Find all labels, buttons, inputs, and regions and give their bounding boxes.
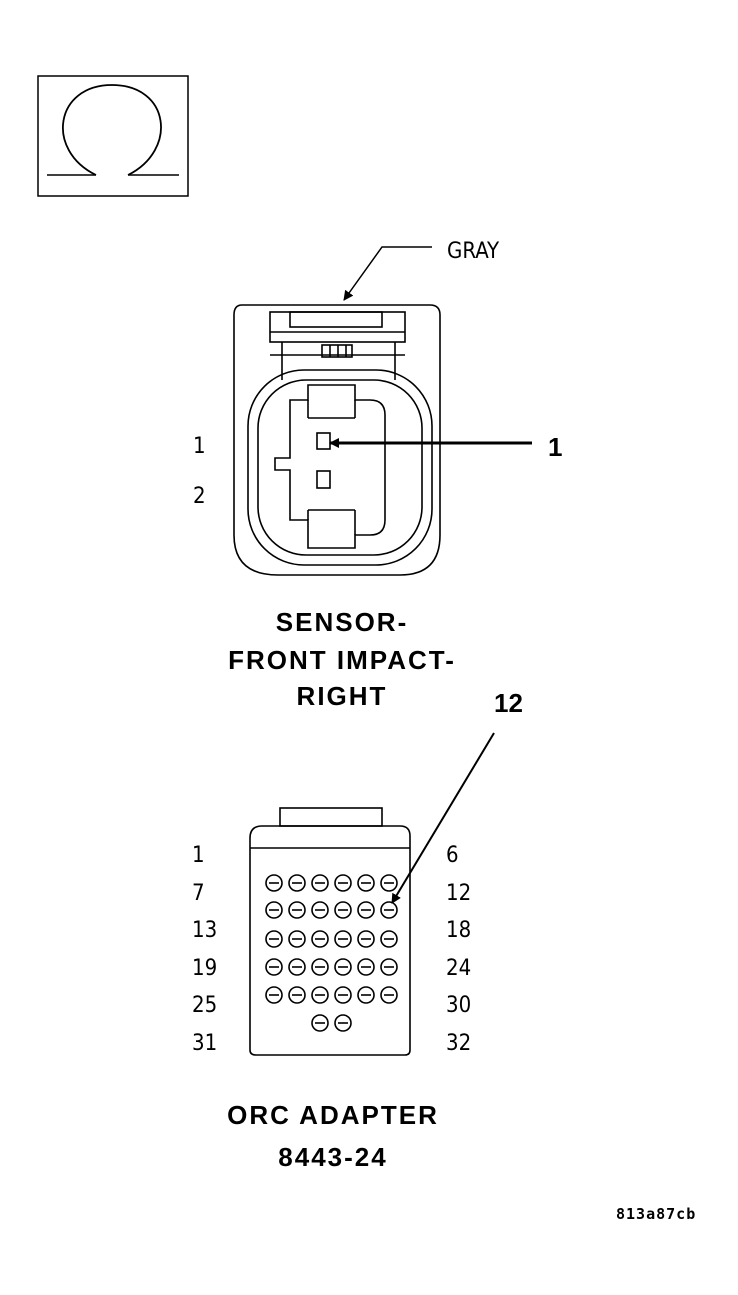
adapter-pin-21 xyxy=(311,958,329,976)
adapter-pin-7 xyxy=(265,901,283,919)
sensor-pin-1 xyxy=(316,432,331,450)
adapter-pin-24 xyxy=(380,958,398,976)
adapter-pin-20 xyxy=(288,958,306,976)
adapter-pin-23 xyxy=(357,958,375,976)
sensor-connector xyxy=(233,304,441,576)
adapter-pin-31 xyxy=(311,1014,329,1032)
adapter-left-label: 25 xyxy=(192,993,217,1018)
adapter-pin-10 xyxy=(334,901,352,919)
adapter-pin-6 xyxy=(380,874,398,892)
adapter-pin-17 xyxy=(357,930,375,948)
adapter-pin-13 xyxy=(265,930,283,948)
orc-adapter-connector xyxy=(249,807,411,1056)
adapter-pin-15 xyxy=(311,930,329,948)
ohm-icon xyxy=(37,75,189,197)
callout-12-label: 12 xyxy=(494,688,523,718)
adapter-pin-32 xyxy=(334,1014,352,1032)
adapter-pin-8 xyxy=(288,901,306,919)
adapter-pin-12 xyxy=(380,901,398,919)
sensor-pin-2 xyxy=(316,470,331,489)
adapter-title-line-2: 8443-24 xyxy=(278,1142,387,1172)
wire-color-leader xyxy=(343,246,432,301)
adapter-title-line-1: ORC ADAPTER xyxy=(227,1100,439,1130)
adapter-pin-16 xyxy=(334,930,352,948)
adapter-left-label: 19 xyxy=(192,956,217,981)
figure-code: 813a87cb xyxy=(616,1205,696,1223)
adapter-pin-28 xyxy=(334,986,352,1004)
adapter-right-label: 32 xyxy=(446,1031,471,1056)
adapter-pin-27 xyxy=(311,986,329,1004)
adapter-pin-30 xyxy=(380,986,398,1004)
adapter-pin-22 xyxy=(334,958,352,976)
adapter-pin-9 xyxy=(311,901,329,919)
sensor-title-line-2: FRONT IMPACT- xyxy=(228,645,456,675)
adapter-left-label: 13 xyxy=(192,918,217,943)
adapter-right-label: 24 xyxy=(446,956,471,981)
adapter-pin-19 xyxy=(265,958,283,976)
adapter-right-label: 30 xyxy=(446,993,471,1018)
adapter-pin-11 xyxy=(357,901,375,919)
adapter-left-label: 31 xyxy=(192,1031,217,1056)
adapter-right-label: 18 xyxy=(446,918,471,943)
adapter-pin-grid xyxy=(265,874,398,1032)
adapter-pin-5 xyxy=(357,874,375,892)
adapter-pin-4 xyxy=(334,874,352,892)
adapter-left-label: 7 xyxy=(192,881,205,906)
adapter-pin-29 xyxy=(357,986,375,1004)
adapter-pin-18 xyxy=(380,930,398,948)
sensor-pin-label-1: 1 xyxy=(193,434,206,459)
callout-12-arrow xyxy=(391,732,495,904)
adapter-right-label: 12 xyxy=(446,881,471,906)
adapter-pin-25 xyxy=(265,986,283,1004)
adapter-pin-labels: 1 7 13 19 25 31 6 12 18 24 30 32 xyxy=(192,843,471,1056)
adapter-pin-2 xyxy=(288,874,306,892)
adapter-left-label: 1 xyxy=(192,843,205,868)
adapter-right-label: 6 xyxy=(446,843,459,868)
adapter-pin-26 xyxy=(288,986,306,1004)
adapter-pin-1 xyxy=(265,874,283,892)
adapter-pin-14 xyxy=(288,930,306,948)
callout-1-label: 1 xyxy=(548,432,562,462)
sensor-title-line-3: RIGHT xyxy=(297,681,388,711)
sensor-pin-label-2: 2 xyxy=(193,484,206,509)
sensor-title-line-1: SENSOR- xyxy=(276,607,408,637)
adapter-pin-3 xyxy=(311,874,329,892)
wire-color-label: GRAY xyxy=(447,239,500,264)
